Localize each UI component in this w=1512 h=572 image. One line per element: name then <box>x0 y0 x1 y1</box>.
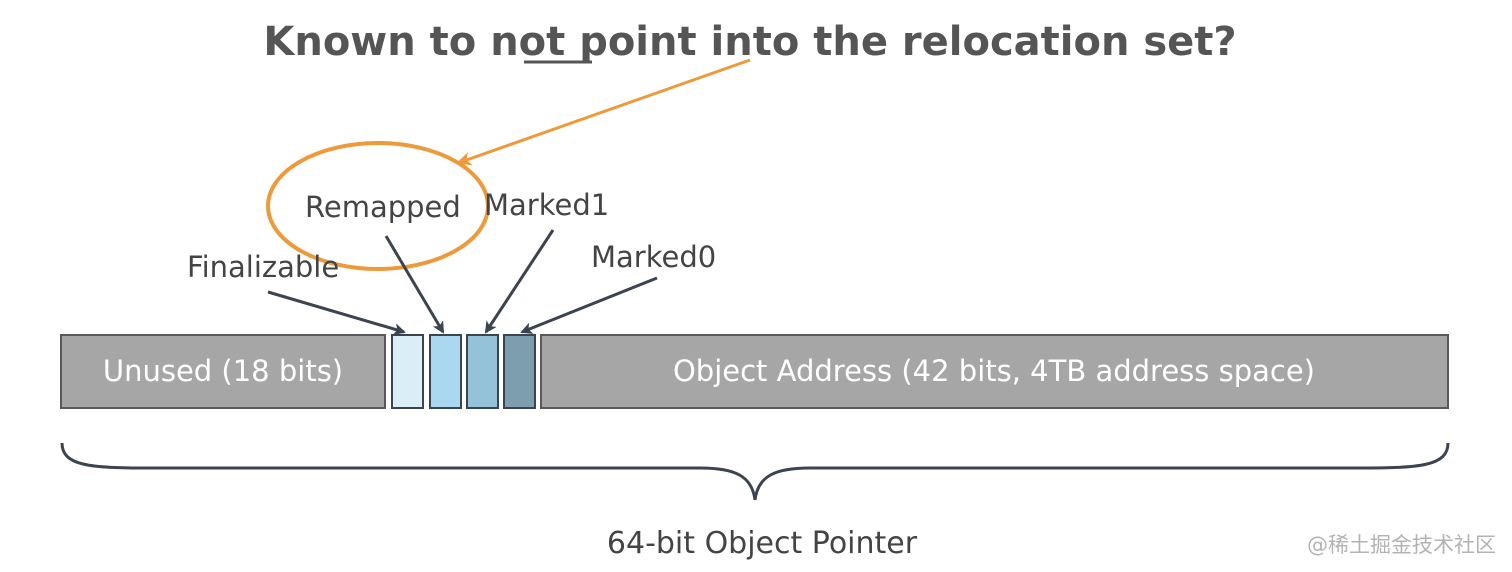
object-address-segment <box>540 334 1449 409</box>
remapped-arrow <box>384 235 445 334</box>
watermark: @稀土掘金技术社区 <box>1307 533 1496 557</box>
unused-bits-segment <box>60 334 386 409</box>
marked0-label: Marked0 <box>591 240 716 274</box>
marked1-label: Marked1 <box>484 188 609 222</box>
pointer-brace <box>60 442 1450 501</box>
marked1-arrow <box>484 229 555 334</box>
pointer-caption: 64-bit Object Pointer <box>607 526 918 561</box>
title-to-remapped-arrow <box>456 58 751 166</box>
finalizable-label: Finalizable <box>187 250 339 284</box>
diagram-title: Known to not point into the relocation s… <box>263 19 1236 65</box>
marked0-bit <box>503 334 536 409</box>
title-part-after: point into the relocation set? <box>565 19 1236 65</box>
marked1-bit <box>466 334 499 409</box>
finalizable-arrow <box>267 290 406 335</box>
title-part-before: Known to <box>263 19 490 65</box>
remapped-bit <box>429 334 462 409</box>
marked0-arrow <box>520 276 658 334</box>
finalizable-bit <box>391 334 424 409</box>
unused-bits-label: Unused (18 bits) <box>103 354 343 388</box>
remapped-highlight-ellipse <box>266 141 490 271</box>
title-emphasis: not <box>490 19 565 65</box>
remapped-label: Remapped <box>305 190 461 224</box>
object-address-label: Object Address (42 bits, 4TB address spa… <box>673 354 1315 388</box>
